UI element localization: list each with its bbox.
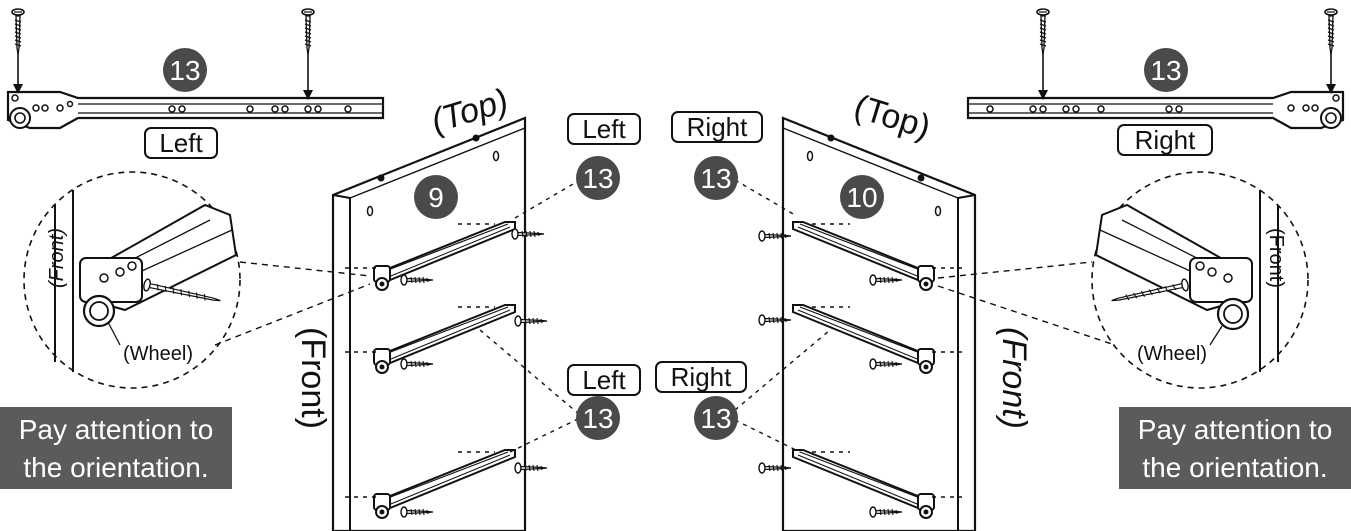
- svg-text:13: 13: [1150, 55, 1181, 86]
- label-right-top: Right: [1117, 124, 1213, 156]
- svg-text:Right: Right: [1135, 125, 1196, 155]
- svg-text:13: 13: [169, 55, 200, 86]
- part-badge-left-upper: 13: [576, 156, 620, 200]
- svg-text:(Wheel): (Wheel): [123, 343, 193, 365]
- screw-icon: [514, 315, 548, 327]
- part-badge-right-runner: 13: [1144, 48, 1188, 92]
- svg-text:Right: Right: [687, 112, 748, 142]
- svg-text:Left: Left: [582, 365, 626, 395]
- panel-badge-9: 9: [414, 175, 458, 219]
- orientation-note-left: Pay attention to the orientation.: [0, 407, 232, 489]
- note-line-1: Pay attention to: [1137, 414, 1333, 445]
- wheel-detail-right: (Front) (Wheel): [1091, 171, 1309, 389]
- label-right-lower: Right: [655, 361, 747, 393]
- top-label-right: (Top): [850, 88, 935, 147]
- label-left-lower: Left: [567, 364, 641, 396]
- part-badge-left-lower: 13: [576, 396, 620, 440]
- svg-text:(Front): (Front): [1265, 228, 1287, 288]
- screw-icon: [11, 8, 25, 55]
- right-runner-top: [966, 90, 1345, 130]
- svg-text:(Front): (Front): [46, 228, 68, 288]
- side-panel-right: [781, 116, 977, 531]
- label-left-upper: Left: [567, 113, 641, 145]
- svg-text:13: 13: [700, 163, 731, 194]
- front-label-right: (Front): [995, 327, 1033, 429]
- svg-text:Right: Right: [671, 362, 732, 392]
- screw-icon: [1036, 8, 1050, 55]
- svg-text:Left: Left: [582, 114, 626, 144]
- screw-icon: [514, 462, 548, 474]
- front-label-left: (Front): [294, 327, 332, 429]
- svg-text:10: 10: [846, 182, 877, 213]
- orientation-note-right: Pay attention to the orientation.: [1119, 407, 1351, 489]
- note-line-2: the orientation.: [23, 452, 209, 483]
- svg-text:13: 13: [700, 403, 731, 434]
- svg-text:9: 9: [428, 182, 444, 213]
- label-right-upper: Right: [671, 111, 763, 143]
- part-badge-left-runner: 13: [163, 48, 207, 92]
- svg-text:Left: Left: [159, 128, 203, 158]
- label-left-top: Left: [144, 127, 218, 159]
- side-panel-left: [331, 116, 527, 531]
- svg-text:(Wheel): (Wheel): [1137, 343, 1207, 365]
- svg-text:13: 13: [582, 163, 613, 194]
- left-runner-top: [6, 90, 385, 130]
- screw-icon: [511, 228, 545, 240]
- note-line-2: the orientation.: [1142, 452, 1328, 483]
- screw-icon: [1324, 8, 1338, 55]
- note-line-1: Pay attention to: [18, 414, 214, 445]
- panel-badge-10: 10: [840, 175, 884, 219]
- svg-text:13: 13: [582, 403, 613, 434]
- part-badge-right-upper: 13: [694, 156, 738, 200]
- part-badge-right-lower: 13: [694, 396, 738, 440]
- screw-icon: [301, 8, 315, 55]
- wheel-detail-left: (Front) (Wheel): [23, 171, 241, 389]
